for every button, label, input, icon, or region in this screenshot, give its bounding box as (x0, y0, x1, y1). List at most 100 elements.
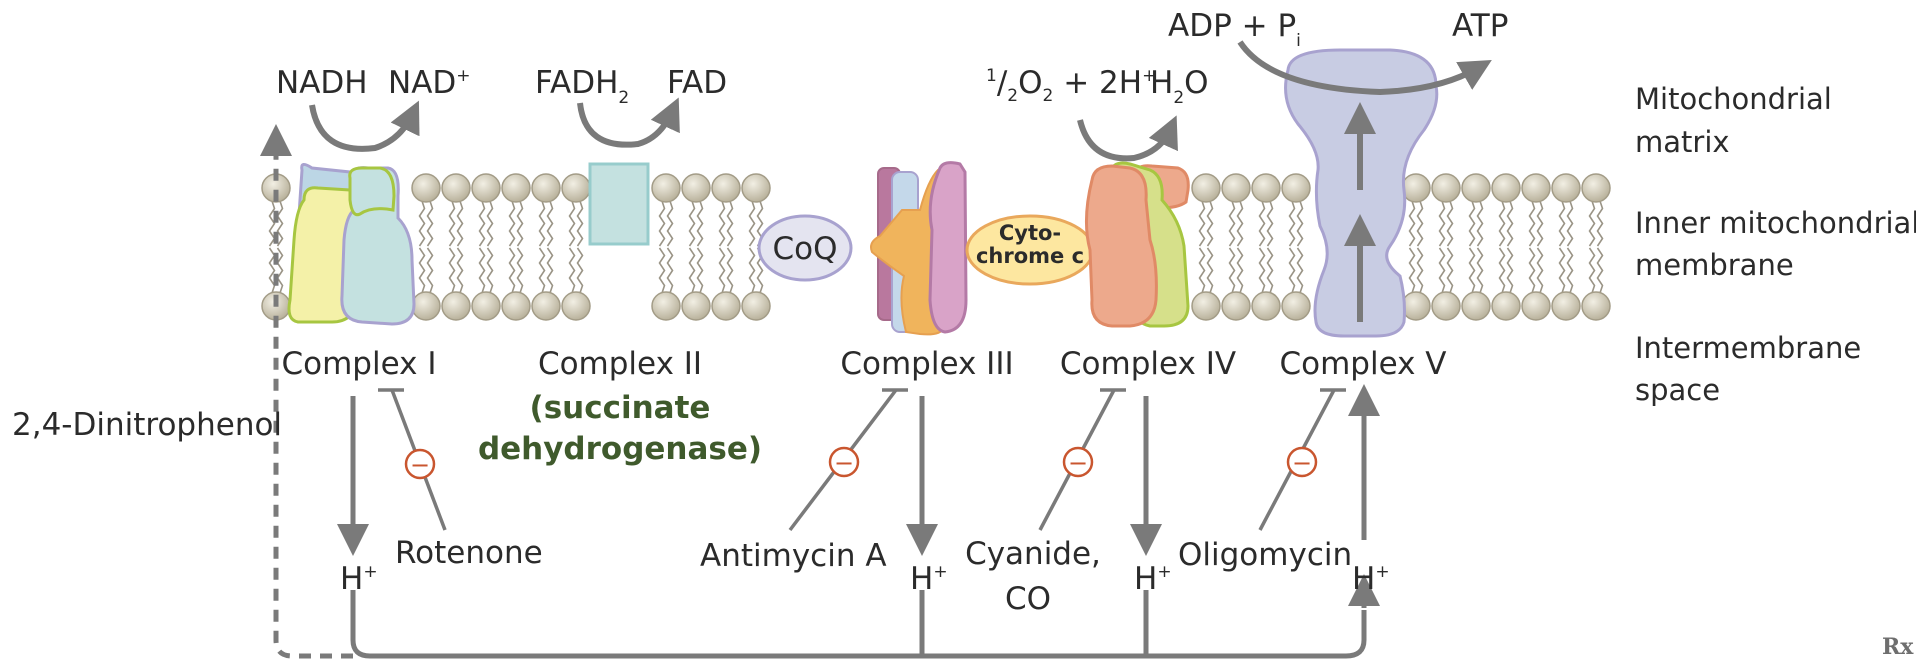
lipid-tail (546, 200, 554, 247)
lipid-tail (658, 200, 666, 247)
lipid-head (1581, 173, 1611, 203)
c2-reaction-arrow (577, 97, 680, 148)
lipid-head (1431, 291, 1461, 321)
lipid-tail (1288, 247, 1296, 294)
antimycin-label: Antimycin A (700, 538, 887, 574)
complex-ii-protein (588, 162, 650, 246)
lipid-tail (1228, 247, 1236, 294)
lipid-tail (688, 200, 696, 247)
lipid-tail (1206, 200, 1214, 247)
svg-text:−: − (410, 451, 430, 479)
matrix-label-1: Mitochondrial (1635, 82, 1832, 116)
oligomycin-minus-icon: − (1286, 446, 1318, 478)
svg-text:−: − (1292, 449, 1312, 477)
lipid-tail (1206, 247, 1214, 294)
lipid-tail (688, 247, 696, 294)
matrix-label-2: matrix (1635, 125, 1730, 159)
lipid-head (1401, 291, 1431, 321)
lipid-head (1251, 291, 1281, 321)
lipid-tail (1408, 247, 1416, 294)
lipid-tail (1258, 200, 1266, 247)
lipid-tail (1588, 247, 1596, 294)
lipid-head (411, 173, 441, 203)
lipid-tail (538, 247, 546, 294)
lipid-tail (748, 247, 756, 294)
lipid-head (1221, 173, 1251, 203)
lipid-tail (1566, 200, 1574, 247)
proton-return-path (350, 590, 1367, 659)
lipid-tail (568, 247, 576, 294)
lipid-tail (1596, 247, 1604, 294)
lipid-tails (268, 200, 1604, 294)
lipid-tail (726, 247, 734, 294)
lipid-top-leaflet (261, 173, 1611, 203)
coq-carrier (757, 214, 853, 282)
rx-logo: Rx (1880, 630, 1914, 660)
complex-v-label: Complex V (1279, 346, 1446, 382)
cyanide-label-1: Cyanide, (965, 536, 1101, 572)
lipid-tail (516, 200, 524, 247)
lipid-head (561, 291, 591, 321)
lipid-head (471, 291, 501, 321)
lipid-tail (1296, 200, 1304, 247)
lipid-tail (1408, 200, 1416, 247)
lipid-tail (1596, 200, 1604, 247)
lipid-tail (1476, 247, 1484, 294)
lipid-head (1491, 291, 1521, 321)
lipid-head (441, 291, 471, 321)
lipid-tail (1438, 200, 1446, 247)
lipid-tail (1198, 200, 1206, 247)
c1-reaction-arrow (309, 100, 420, 152)
complex-ii-label: Complex II (538, 346, 702, 382)
lipid-tail (1236, 247, 1244, 294)
lipid-tail (448, 200, 456, 247)
lipid-tail (1528, 200, 1536, 247)
lipid-head (561, 173, 591, 203)
lipid-tail (516, 247, 524, 294)
lipid-tail (576, 200, 584, 247)
membrane-label-1: Inner mitochondrial (1635, 206, 1916, 240)
lipid-tail (1566, 247, 1574, 294)
lipid-tail (696, 247, 704, 294)
complex-i-label: Complex I (282, 346, 437, 382)
lipid-tail (448, 247, 456, 294)
lipid-head (1581, 291, 1611, 321)
lipid-tail (568, 200, 576, 247)
adp-label: ADP + Pi (1168, 8, 1301, 51)
lipid-head (1461, 173, 1491, 203)
lipid-head (1191, 173, 1221, 203)
lipid-tail (1416, 247, 1424, 294)
complex-iii-label: Complex III (840, 346, 1013, 382)
lipid-head (1431, 173, 1461, 203)
lipid-tail (478, 200, 486, 247)
lipid-head (681, 173, 711, 203)
lipid-tail (418, 200, 426, 247)
lipid-tail (1506, 200, 1514, 247)
lipid-tail (1536, 247, 1544, 294)
lipid-tail (1438, 247, 1446, 294)
lipid-tail (1588, 200, 1596, 247)
coq-label: CoQ (772, 231, 837, 267)
c4-reaction-arrow (1077, 115, 1178, 162)
lipid-head (651, 291, 681, 321)
lipid-tail (1266, 247, 1274, 294)
lipid-head (741, 291, 771, 321)
svg-text:−: − (834, 449, 854, 477)
rotenone-label: Rotenone (395, 535, 543, 571)
lipid-head (1551, 291, 1581, 321)
lipid-bottom-leaflet (261, 291, 1611, 321)
lipid-tail (508, 200, 516, 247)
lipid-head (711, 173, 741, 203)
lipid-tail (1468, 247, 1476, 294)
lipid-tail (1536, 200, 1544, 247)
lipid-tail (718, 200, 726, 247)
lipid-tail (1498, 200, 1506, 247)
svg-text:Rx: Rx (1882, 634, 1914, 660)
lipid-tail (726, 200, 734, 247)
lipid-head (1221, 291, 1251, 321)
lipid-head (1251, 173, 1281, 203)
lipid-tail (1236, 200, 1244, 247)
c5-reaction-arrow (1237, 40, 1492, 96)
lipid-tail (1558, 200, 1566, 247)
lipid-head (711, 291, 741, 321)
